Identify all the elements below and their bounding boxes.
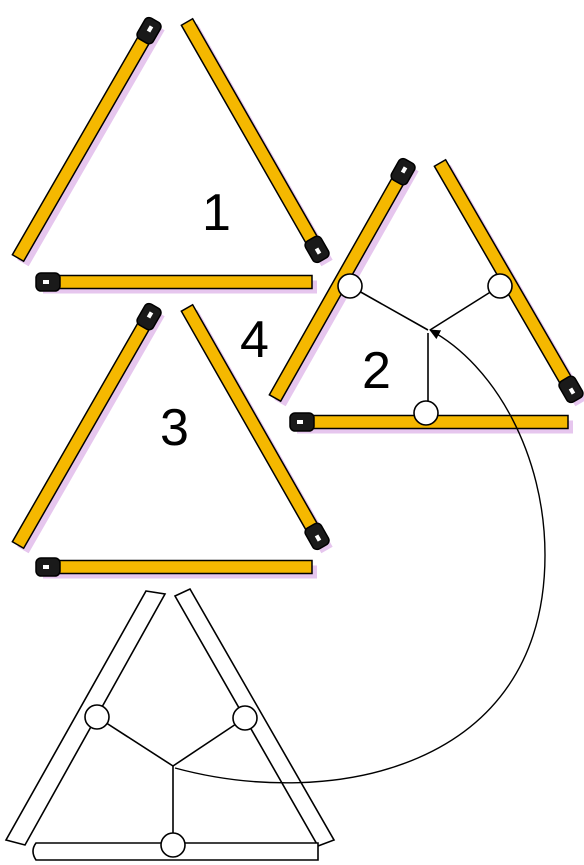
- pivot-circle: [85, 705, 109, 729]
- matchstick-icon: [12, 302, 164, 553]
- pivot-circle: [488, 274, 512, 298]
- label-triangle-1: 1: [202, 184, 231, 242]
- match-head-highlight: [297, 420, 303, 424]
- matchstick-icon: [36, 558, 317, 579]
- match-head-highlight: [43, 280, 49, 284]
- label-triangle-3: 3: [160, 399, 189, 457]
- match-wood: [56, 276, 312, 289]
- connector-line: [173, 718, 245, 766]
- match-head-highlight: [43, 565, 49, 569]
- match-wood: [12, 34, 150, 261]
- matchstick-icon: [36, 273, 317, 294]
- label-triangle-2: 2: [362, 342, 391, 400]
- match-wood: [434, 160, 572, 386]
- pivot-circle: [414, 401, 438, 425]
- pivot-circle: [161, 833, 185, 857]
- connector-line: [97, 717, 173, 766]
- pivot-circle: [233, 706, 257, 730]
- label-triangle-4: 4: [240, 311, 269, 369]
- matchstick-icon: [12, 16, 164, 266]
- pivot-circle: [338, 274, 362, 298]
- match-wood: [12, 320, 150, 548]
- connector-line: [350, 286, 428, 330]
- rotated-outline-triangle: [6, 589, 334, 860]
- match-wood: [56, 561, 312, 574]
- match-wood: [310, 416, 568, 429]
